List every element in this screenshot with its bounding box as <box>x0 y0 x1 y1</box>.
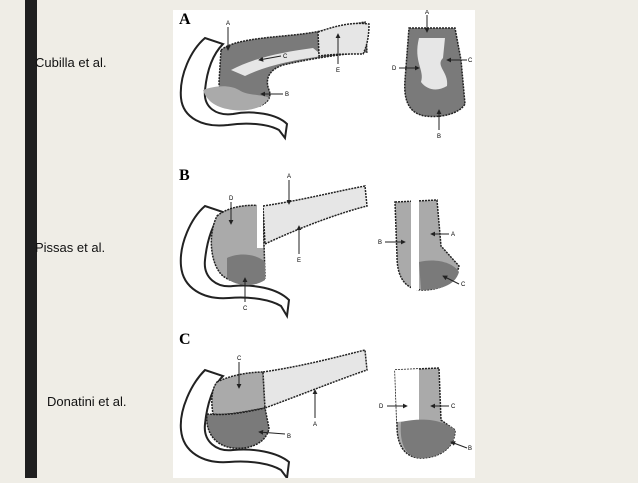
panel-a: A A C B E <box>179 10 473 141</box>
panel-a-main-label-c: C <box>283 54 288 60</box>
panel-c-section <box>394 367 456 459</box>
panel-c-pancreas <box>179 349 368 481</box>
panel-c-main-label-a: A <box>313 422 317 428</box>
author-label-donatini: Donatini et al. <box>47 394 127 409</box>
panel-a-section-label-c: C <box>468 58 473 64</box>
panel-c-letter: C <box>179 331 191 348</box>
panel-b-letter: B <box>179 167 190 184</box>
panel-c-upper-head <box>211 371 266 416</box>
panel-b: B D A E C B A <box>179 167 466 319</box>
panel-c-dark-region <box>206 407 270 450</box>
panel-c-section-label-b: B <box>468 446 472 452</box>
section-b-dark-region <box>419 260 459 290</box>
panel-b-section-label-b: B <box>378 240 382 246</box>
duodenum-shape <box>179 368 291 481</box>
panel-b-body-tail <box>262 185 368 246</box>
panel-a-section <box>404 27 466 118</box>
panel-c-section-label-d: D <box>379 404 384 410</box>
panel-a-pancreas <box>179 21 370 141</box>
author-label-pissas: Pissas et al. <box>35 240 106 255</box>
section-b-duct-stripe <box>411 200 419 290</box>
author-label-cubilla: Cubilla et al. <box>35 55 107 70</box>
panel-b-section-label-c: C <box>461 282 466 288</box>
pancreas-diagram-figure: A A C B E <box>173 10 475 481</box>
panel-a-section-label-b: B <box>437 134 441 140</box>
panel-a-duct-stripe <box>231 48 323 76</box>
panel-a-section-label-d: D <box>392 66 397 72</box>
section-a-light-core <box>417 38 448 90</box>
panel-c-section-label-c: C <box>451 404 456 410</box>
panel-a-main-label-e: E <box>336 68 340 74</box>
panel-a-tail-region <box>317 22 370 57</box>
section-c-light-left <box>395 369 419 422</box>
panel-a-main-label-b: B <box>285 92 289 98</box>
panel-b-section-label-a: A <box>451 232 455 238</box>
left-accent-bar <box>25 0 37 478</box>
duodenum-shape <box>179 204 291 319</box>
panel-c: C C A B D C B <box>179 331 472 481</box>
panel-b-main-label-a: A <box>287 174 291 180</box>
panel-c-body-tail <box>262 349 368 410</box>
section-c-dark-region <box>400 419 455 458</box>
panel-b-main-label-c: C <box>243 306 248 312</box>
panel-b-section <box>394 199 460 291</box>
panel-a-letter: A <box>179 11 191 28</box>
panel-c-main-label-b: B <box>287 434 291 440</box>
panel-a-main-label-a: A <box>226 21 230 27</box>
panel-b-pancreas <box>179 185 368 319</box>
panel-c-main-label-c: C <box>237 356 242 362</box>
panel-b-dark-region <box>227 254 265 286</box>
panel-b-main-label-e: E <box>297 258 301 264</box>
panel-a-head-lower <box>203 86 269 111</box>
panel-a-section-label-a: A <box>425 10 429 16</box>
panel-b-duct-stripe <box>257 204 263 248</box>
panel-b-main-label-d: D <box>229 196 234 202</box>
